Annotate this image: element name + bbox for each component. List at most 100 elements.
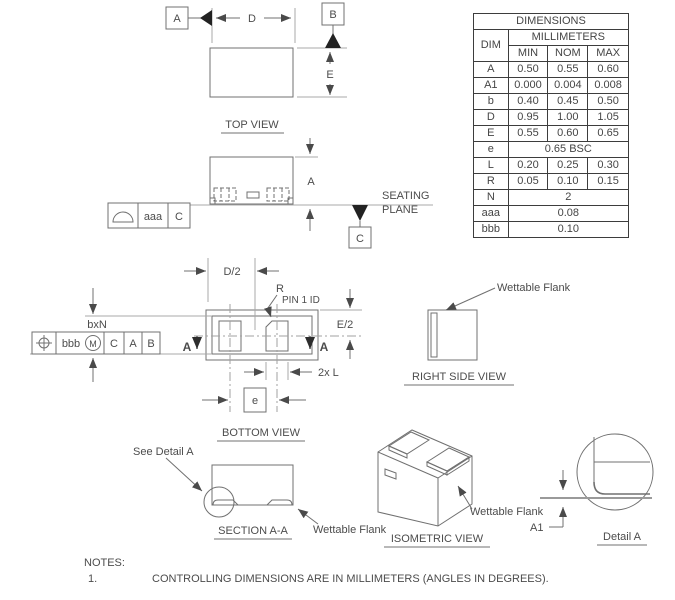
- datum-c-triangle-icon: [352, 205, 368, 221]
- flank-callout-iso: Wettable Flank: [470, 506, 544, 518]
- note-1-number: 1.: [88, 573, 98, 585]
- detail-a-title: Detail A: [603, 531, 642, 543]
- flank-callout-right: Wettable Flank: [497, 282, 571, 294]
- package-outline-iso: [377, 429, 473, 527]
- table-row: b 0.40 0.45 0.50: [473, 93, 629, 110]
- isometric-view: Wettable Flank ISOMETRIC VIEW: [377, 429, 544, 548]
- fcf-position: bbb M C A B: [31, 331, 161, 355]
- cell-dim: A1: [473, 77, 509, 94]
- fcf-datum3-label: B: [147, 338, 154, 350]
- cell-dim: L: [473, 157, 509, 174]
- cell-min: 0.000: [507, 77, 549, 94]
- table-row: D 0.95 1.00 1.05: [473, 109, 629, 126]
- section-terminal-right: [266, 499, 293, 506]
- dim-e-pitch-label: e: [252, 395, 258, 407]
- unit-header: MILLIMETERS: [507, 29, 630, 46]
- cell-dim: R: [473, 173, 509, 190]
- cell-dim: A: [473, 61, 509, 78]
- mmc-m-label: M: [89, 339, 97, 349]
- iso-side-pad: [384, 468, 397, 480]
- right-side-view-title: RIGHT SIDE VIEW: [412, 371, 507, 383]
- radius-label: R: [276, 283, 284, 295]
- section-view-title: SECTION A-A: [218, 525, 288, 537]
- cell-max: 0.50: [587, 93, 629, 110]
- cell-max: 0.008: [587, 77, 629, 94]
- cell-min: 0.05: [507, 173, 549, 190]
- profile-symbol-icon: [112, 211, 134, 223]
- cell-dim: N: [473, 189, 509, 206]
- dim-d-label: D: [248, 13, 256, 25]
- fcf-datum2-label: A: [129, 338, 137, 350]
- table-row: bbb 0.10: [473, 221, 630, 238]
- side-view: A SEATING PLANE C aaa C: [107, 138, 433, 249]
- isometric-view-title: ISOMETRIC VIEW: [391, 533, 484, 545]
- fcf-datum1-label: C: [110, 338, 118, 350]
- table-title-row: DIMENSIONS: [473, 13, 629, 30]
- cell-dim: aaa: [473, 205, 509, 222]
- cell-dim: D: [473, 109, 509, 126]
- table-title: DIMENSIONS: [473, 13, 629, 30]
- flank-callout-section: Wettable Flank: [313, 524, 387, 536]
- section-terminal-left: [212, 499, 239, 506]
- package-outline-right: [427, 309, 478, 361]
- cell-min: 0.40: [507, 93, 549, 110]
- section-view: See Detail A SECTION A-A Wettable Flank: [133, 446, 387, 540]
- datum-a-label: A: [173, 13, 181, 25]
- bottom-view-title: BOTTOM VIEW: [222, 427, 301, 439]
- table-row: A1 0.000 0.004 0.008: [473, 77, 629, 94]
- section-arrow-left-label: A: [183, 340, 192, 354]
- cell-min: 0.95: [507, 109, 549, 126]
- table-row: L 0.20 0.25 0.30: [473, 157, 629, 174]
- detail-a-bubble: [576, 433, 654, 511]
- cell-dim: E: [473, 125, 509, 142]
- cell-nom: 0.60: [547, 125, 589, 142]
- cell-dim: b: [473, 93, 509, 110]
- wettable-flank-strip: [430, 312, 438, 358]
- seating-plane-word2: PLANE: [382, 204, 418, 216]
- table-row: e 0.65 BSC: [473, 141, 630, 158]
- cell-span-value: 0.08: [507, 205, 630, 222]
- cell-span-value: 0.65 BSC: [507, 141, 630, 158]
- dim-2xl-label: 2x L: [318, 367, 339, 379]
- dim-header: DIM: [473, 29, 509, 62]
- pin1-id-label: PIN 1 ID: [282, 295, 320, 306]
- cell-nom: 0.45: [547, 93, 589, 110]
- right-side-view: Wettable Flank RIGHT SIDE VIEW: [404, 282, 571, 386]
- datum-b-triangle-icon: [325, 33, 341, 48]
- cell-span-value: 0.10: [507, 221, 630, 238]
- col-min: MIN: [507, 45, 549, 62]
- cell-span-value: 2: [507, 189, 630, 206]
- fcf-profile: aaa C: [107, 202, 191, 229]
- cell-dim: bbb: [473, 221, 509, 238]
- center-pad-hidden: [246, 191, 260, 199]
- cell-max: 1.05: [587, 109, 629, 126]
- datum-c-flag: [348, 226, 372, 249]
- flank-radius-profile: [593, 481, 650, 495]
- package-outline-bottom: [205, 309, 319, 361]
- cell-nom: 1.00: [547, 109, 589, 126]
- top-view: D A B E TOP VIEW: [165, 2, 347, 134]
- top-view-title: TOP VIEW: [225, 119, 279, 131]
- cell-max: 0.65: [587, 125, 629, 142]
- cell-max: 0.60: [587, 61, 629, 78]
- dim-e-half-label: E/2: [337, 319, 354, 331]
- table-row: N 2: [473, 189, 630, 206]
- fcf-c-label: C: [175, 211, 183, 223]
- bottom-view: D/2 R PIN 1 ID E/2 bxN bbb: [30, 258, 362, 442]
- cell-min: 0.55: [507, 125, 549, 142]
- dim-e-label: E: [326, 69, 333, 81]
- datum-a-triangle-icon: [200, 10, 212, 26]
- detail-a-circle-marker: [203, 486, 235, 518]
- seating-plane-word1: SEATING: [382, 190, 429, 202]
- cell-max: 0.15: [587, 173, 629, 190]
- see-detail-a-label: See Detail A: [133, 446, 194, 458]
- col-max: MAX: [587, 45, 629, 62]
- datum-c-label: C: [356, 233, 364, 245]
- dimensions-table: DIMENSIONS DIM MILLIMETERS MIN NOM MAX A…: [473, 13, 630, 238]
- fcf-bbb-label: bbb: [62, 338, 80, 350]
- package-outline-side: [209, 156, 294, 205]
- cell-nom: 0.55: [547, 61, 589, 78]
- cell-dim: e: [473, 141, 509, 158]
- cell-min: 0.50: [507, 61, 549, 78]
